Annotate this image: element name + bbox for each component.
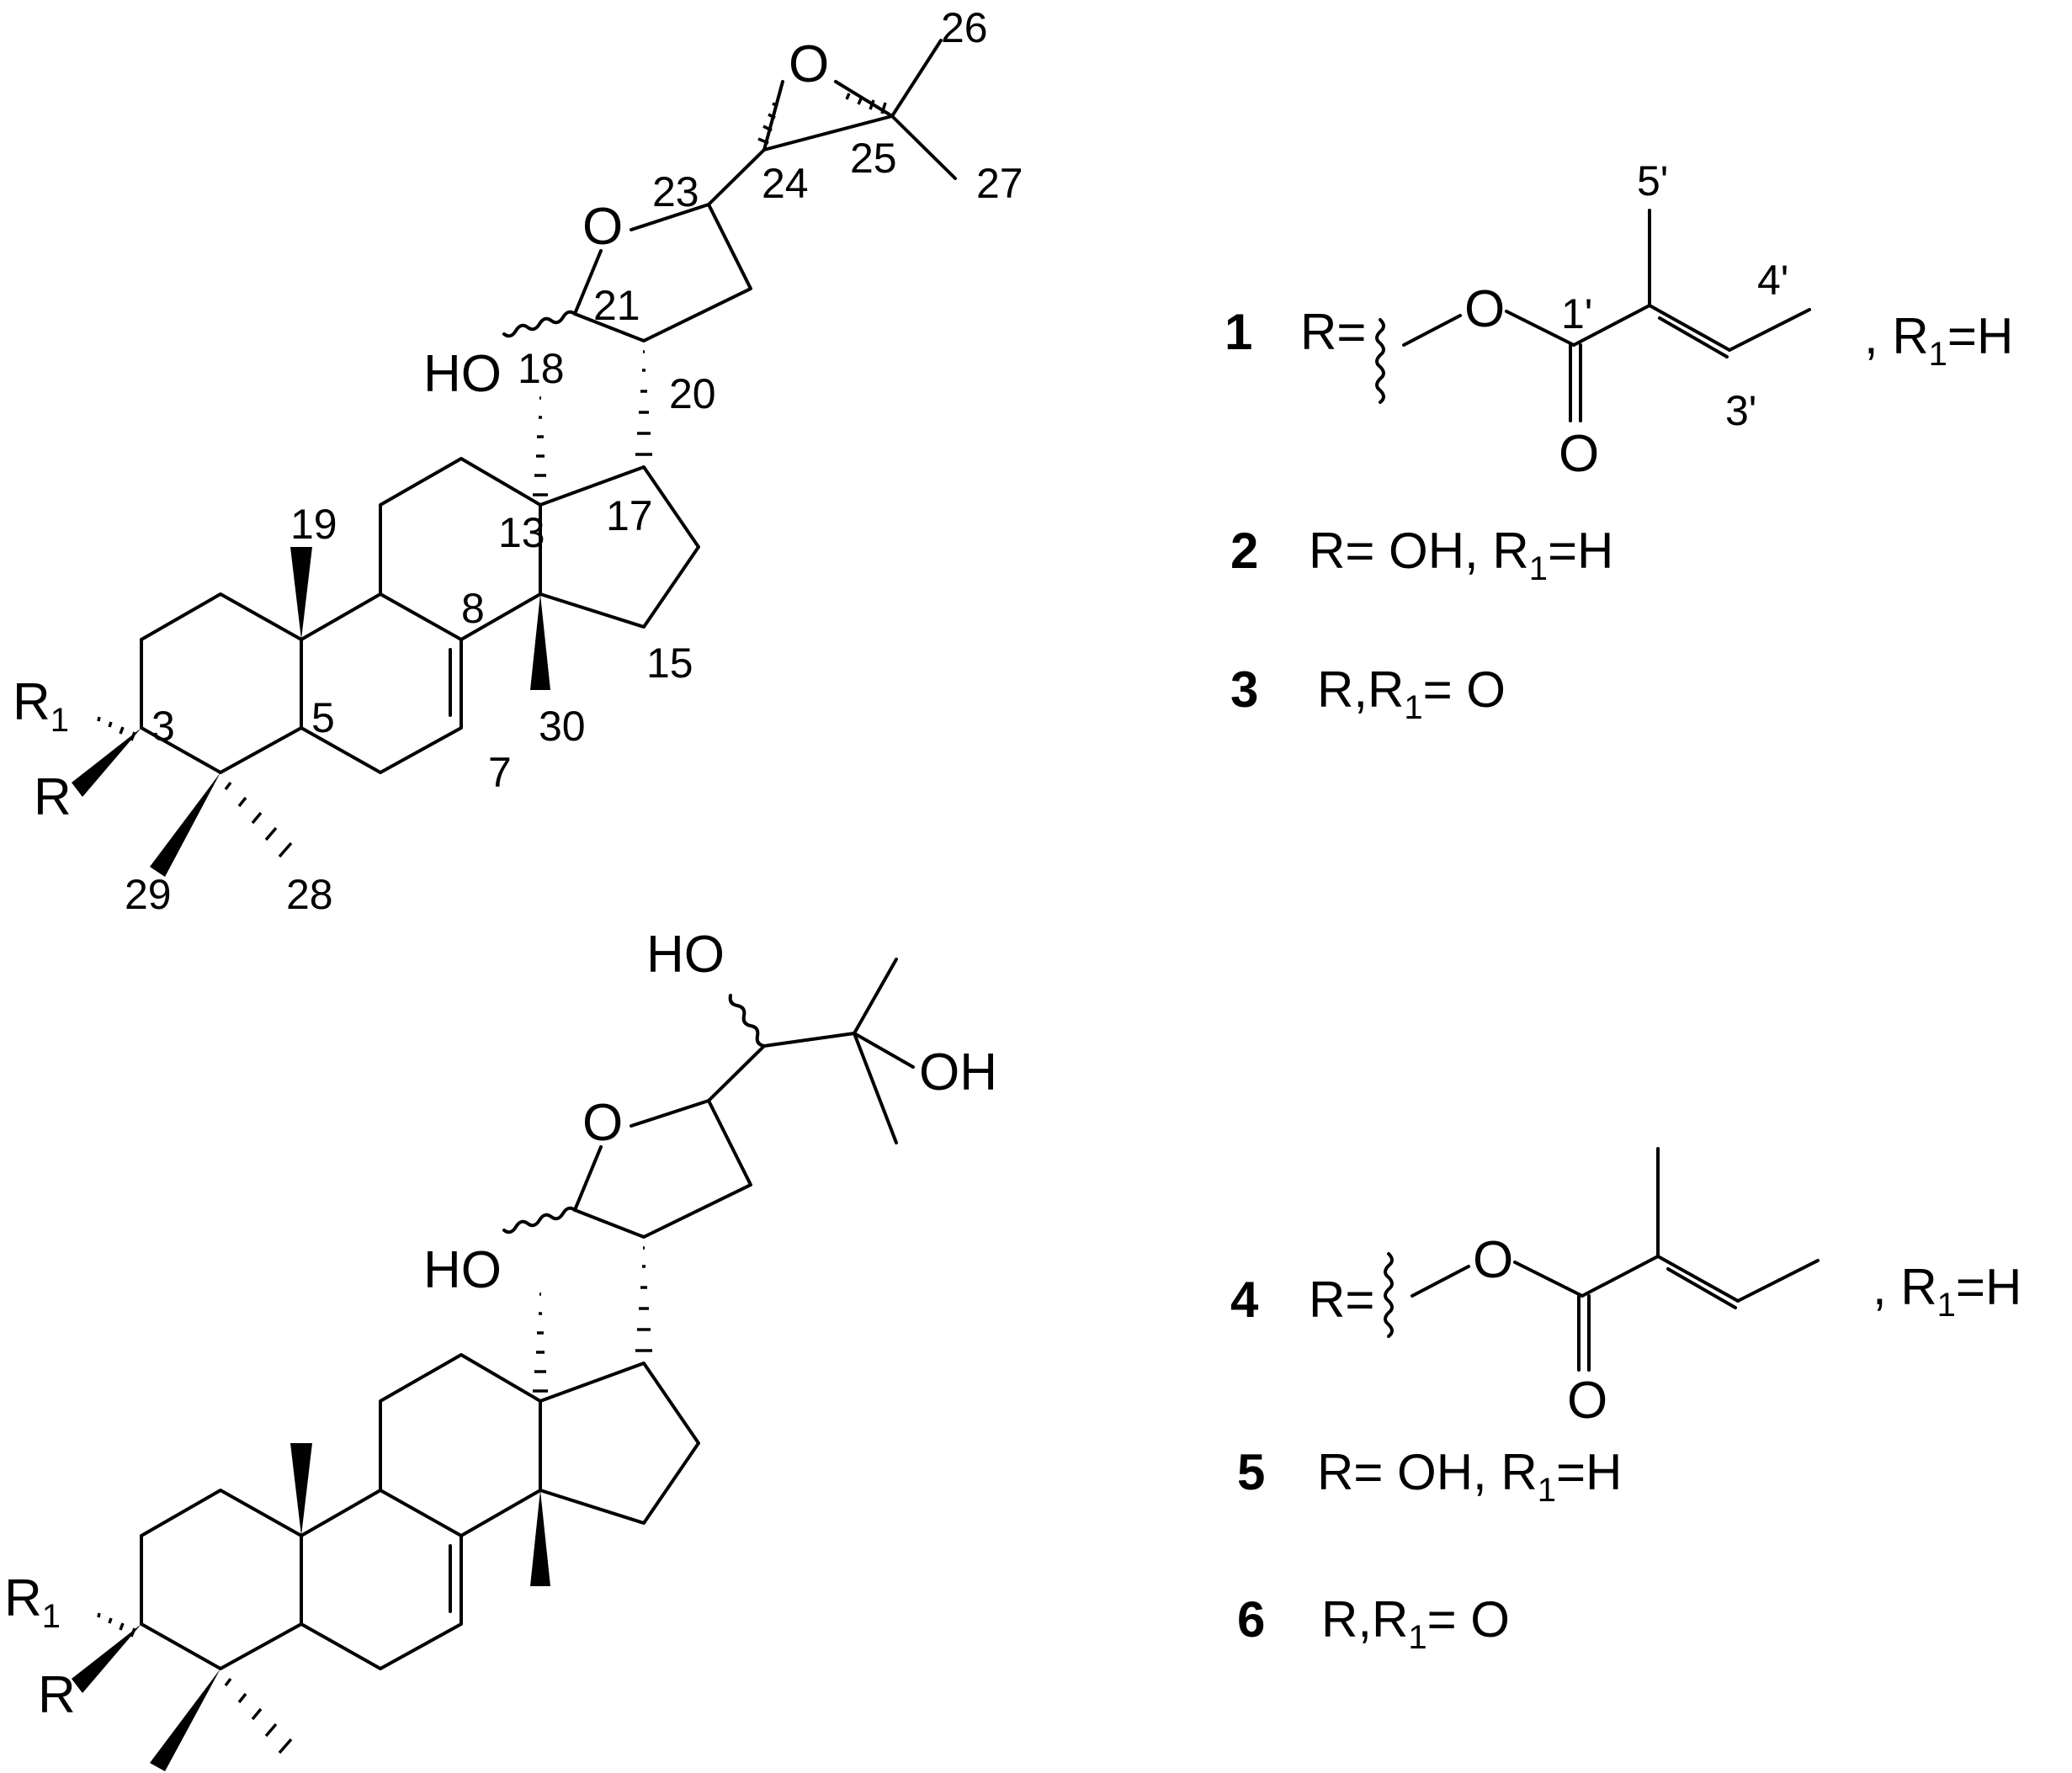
structure-b-hashed-bonds [97, 1246, 652, 1754]
ester-chain-bonds [1411, 1147, 1820, 1372]
pos-3-prime: 3' [1725, 387, 1756, 434]
compound-number: 5 [1237, 1444, 1265, 1500]
compound-number: 6 [1237, 1591, 1265, 1648]
pos-1-prime: 1' [1561, 290, 1592, 337]
legend-compound-1: 1 R= O O 5' 4' 1' 3' , R1=H [1225, 157, 2013, 483]
structure-b-bonds [140, 958, 915, 1670]
pos-15: 15 [646, 640, 693, 687]
substituent-text: R= OH, R1=H [1309, 523, 1613, 587]
r-label: R [34, 768, 72, 826]
hydroxyl-right-label: OH [919, 1043, 997, 1101]
legend-compound-2: 2 R= OH, R1=H [1230, 523, 1613, 587]
pos-21: 21 [593, 282, 640, 329]
legend: 1 R= O O 5' 4' 1' 3' , R1=H 2 [1225, 157, 2022, 1656]
furan-oxygen: O [582, 198, 623, 256]
r1-label: R1 [4, 1569, 61, 1635]
pos-4-prime: 4' [1757, 257, 1788, 304]
legend-compound-5: 5 R= OH, R1=H [1237, 1444, 1622, 1509]
substituent-text: R,R1= O [1317, 661, 1506, 726]
r1-equals-h: , R1=H [1873, 1259, 2022, 1324]
pos-7: 7 [488, 749, 512, 796]
legend-compound-3: 3 R,R1= O [1230, 661, 1506, 726]
substituent-text: R,R1= O [1321, 1591, 1510, 1656]
compound-number: 1 [1225, 304, 1252, 360]
ester-chain-bonds [1402, 209, 1811, 422]
pos-19: 19 [290, 501, 337, 548]
structure-a: O O HO R1 R 26 27 25 24 23 21 20 18 17 1… [13, 4, 1023, 918]
hydroxyl-label: HO [423, 1241, 502, 1299]
wavy-attachment [1384, 1252, 1394, 1338]
pos-5: 5 [311, 694, 335, 741]
structure-a-hashed-bonds [97, 93, 887, 858]
pos-17: 17 [606, 492, 653, 539]
carbonyl-oxygen: O [1559, 425, 1599, 483]
r-equals: R= [1300, 304, 1366, 360]
legend-compound-6: 6 R,R1= O [1237, 1591, 1510, 1656]
compound-number: 2 [1230, 523, 1258, 579]
hydroxyl-top-label: HO [646, 926, 725, 984]
structure-a-bonds [140, 39, 957, 774]
r1-equals-h: , R1=H [1864, 308, 2013, 373]
structure-a-atoms: O O HO R1 R [13, 35, 829, 826]
compound-number: 3 [1230, 661, 1258, 718]
r1-label: R1 [13, 673, 69, 739]
pos-28: 28 [286, 871, 333, 918]
pos-20: 20 [669, 370, 716, 417]
structure-b-wedges [72, 1443, 550, 1771]
legend-compound-4: 4 R= O O , R1=H [1230, 1147, 2022, 1430]
compound-number: 4 [1230, 1271, 1259, 1328]
r-equals: R= [1309, 1271, 1374, 1328]
pos-24: 24 [762, 160, 809, 207]
structure-a-wavy-ho [502, 310, 576, 338]
pos-25: 25 [850, 135, 897, 182]
pos-27: 27 [976, 160, 1023, 207]
structure-b-wavy-bonds [502, 994, 766, 1234]
substituent-text: R= OH, R1=H [1317, 1444, 1622, 1509]
ester-oxygen: O [1464, 280, 1505, 338]
furan-oxygen: O [582, 1094, 623, 1152]
pos-8: 8 [461, 585, 485, 632]
r-label: R [38, 1666, 76, 1724]
ester-oxygen: O [1473, 1231, 1513, 1289]
hydroxyl-label: HO [423, 345, 502, 403]
pos-23: 23 [652, 168, 699, 215]
carbonyl-oxygen: O [1567, 1372, 1607, 1430]
structure-b-atoms: O HO OH HO R1 R [4, 926, 997, 1724]
pos-26: 26 [941, 4, 988, 51]
structure-a-position-numbers: 26 27 25 24 23 21 20 18 17 13 19 8 15 30… [125, 4, 1023, 918]
pos-5-prime: 5' [1637, 157, 1668, 204]
pos-29: 29 [125, 871, 172, 918]
wavy-attachment [1375, 318, 1385, 404]
pos-3: 3 [151, 703, 175, 750]
structure-b: O HO OH HO R1 R [4, 926, 997, 1771]
pos-30: 30 [539, 703, 586, 750]
pos-18: 18 [518, 345, 565, 392]
structure-a-wedges [72, 547, 550, 877]
pos-13: 13 [498, 509, 545, 556]
epoxide-oxygen: O [789, 35, 829, 93]
